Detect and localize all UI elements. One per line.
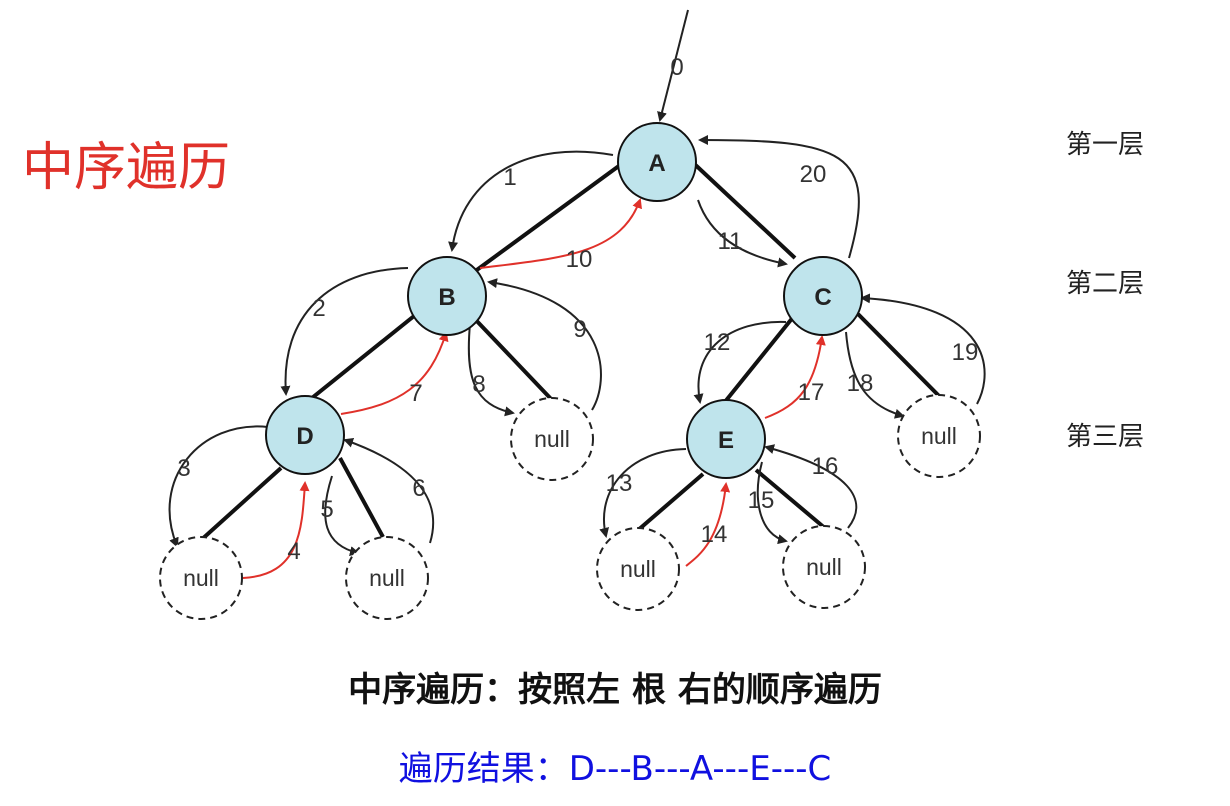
step-label-6: 6 — [412, 475, 425, 502]
step-label-10: 10 — [566, 246, 593, 273]
step-arrow-4 — [242, 481, 310, 579]
step-arrow-10 — [479, 198, 642, 269]
step-arrow-7 — [340, 331, 449, 415]
null-node-e-right: null — [782, 525, 866, 609]
svg-text:null: null — [369, 565, 405, 591]
node-a-label: A — [648, 150, 665, 177]
step-arrow-8 — [467, 323, 515, 417]
step-arrow-6 — [343, 437, 435, 544]
edge-a-b — [472, 158, 629, 274]
node-c-label: C — [814, 284, 831, 311]
step-arrow-9 — [487, 278, 602, 411]
step-arrow-2 — [280, 267, 409, 396]
step-arrow-3 — [168, 425, 269, 548]
traversal-rule: 中序遍历：按照左 根 右的顺序遍历 — [348, 670, 882, 710]
null-node-e-left: null — [596, 527, 680, 611]
svg-text:null: null — [620, 556, 656, 582]
edge-b-null — [470, 314, 555, 403]
step-label-14: 14 — [701, 521, 728, 548]
edge-c-null — [856, 312, 946, 403]
step-arrow-16 — [764, 444, 858, 529]
step-label-8: 8 — [472, 371, 485, 398]
step-arrow-19 — [860, 293, 986, 405]
step-label-15: 15 — [748, 487, 775, 514]
node-e: E — [686, 399, 766, 479]
null-node-d-right: null — [345, 536, 429, 620]
step-arrow-12 — [693, 320, 787, 404]
step-label-5: 5 — [320, 496, 333, 523]
node-e-label: E — [718, 427, 734, 454]
edge-e-null-left — [635, 472, 705, 533]
step-arrow-20 — [698, 135, 860, 259]
step-label-3: 3 — [177, 455, 190, 482]
node-b-label: B — [438, 284, 455, 311]
level-3-label: 第三层 — [1066, 422, 1145, 452]
step-arrow-0 — [657, 9, 689, 122]
step-label-2: 2 — [312, 295, 325, 322]
node-d-label: D — [296, 423, 313, 450]
step-label-16: 16 — [812, 453, 839, 480]
step-label-12: 12 — [704, 329, 731, 356]
step-arrow-13 — [599, 448, 687, 538]
step-label-13: 13 — [606, 470, 633, 497]
svg-text:null: null — [183, 565, 219, 591]
step-arrow-18 — [845, 331, 905, 419]
step-arrow-1 — [448, 150, 614, 252]
node-b: B — [407, 256, 487, 336]
null-node-d-left: null — [159, 536, 243, 620]
step-label-1: 1 — [503, 164, 516, 191]
edge-c-e — [722, 314, 796, 405]
node-d: D — [265, 395, 345, 475]
step-label-7: 7 — [409, 380, 422, 407]
step-arrow-14 — [685, 482, 731, 567]
step-arrow-17 — [764, 335, 826, 419]
edge-d-null-right — [338, 457, 385, 538]
level-2-label: 第二层 — [1066, 269, 1145, 299]
step-label-0: 0 — [670, 54, 683, 81]
step-label-4: 4 — [287, 538, 300, 565]
diagram-title: 中序遍历 — [22, 138, 231, 198]
edge-b-d — [295, 306, 426, 412]
step-label-19: 19 — [952, 339, 979, 366]
step-arrow-5 — [324, 475, 360, 556]
null-node-c-right: null — [897, 394, 981, 478]
step-label-18: 18 — [847, 370, 874, 397]
step-arrow-15 — [756, 461, 788, 545]
traversal-result: 遍历结果：D---B---A---E---C — [398, 749, 832, 789]
edge-e-null-right — [754, 468, 828, 531]
svg-text:null: null — [806, 554, 842, 580]
svg-text:null: null — [921, 423, 957, 449]
edge-a-c — [686, 156, 797, 260]
step-label-17: 17 — [798, 379, 825, 406]
step-label-20: 20 — [800, 161, 827, 188]
step-arrow-11 — [697, 199, 788, 268]
step-label-11: 11 — [718, 228, 743, 255]
svg-text:null: null — [534, 426, 570, 452]
null-node-b-right: null — [510, 397, 594, 481]
edge-d-null-left — [198, 466, 283, 543]
node-a: A — [617, 122, 697, 202]
level-1-label: 第一层 — [1066, 130, 1145, 160]
node-c: C — [783, 256, 863, 336]
step-label-9: 9 — [573, 316, 586, 343]
